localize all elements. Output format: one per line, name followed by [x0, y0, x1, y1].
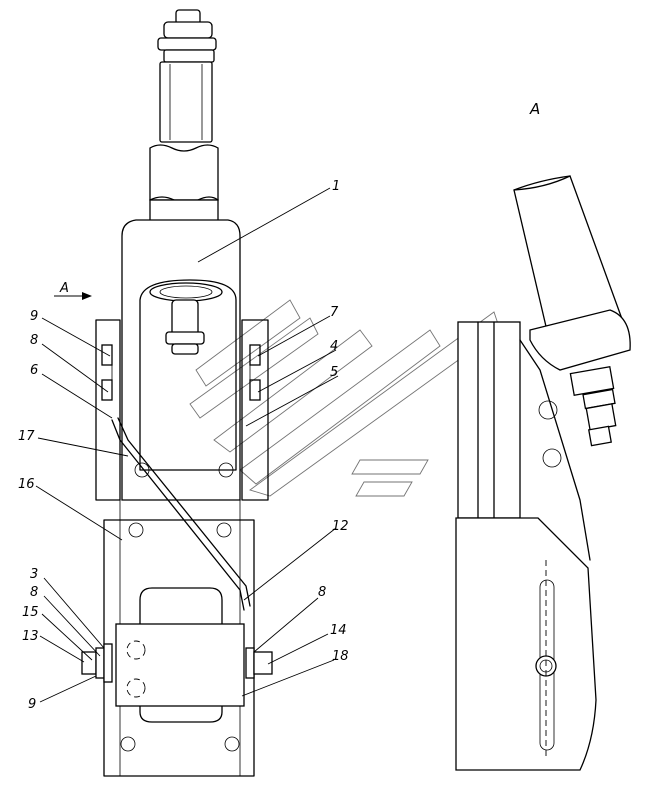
callout-15: 15 [22, 605, 39, 620]
callout-4: 4 [330, 339, 338, 354]
right-bracket [241, 319, 269, 501]
callout-3: 3 [30, 567, 38, 582]
left-bracket [95, 319, 121, 501]
callout-9: 9 [28, 697, 36, 712]
callout-1: 1 [332, 179, 340, 194]
main-view [81, 9, 273, 777]
callout-14: 14 [330, 623, 347, 638]
leader-lines [35, 187, 339, 703]
callout-16: 16 [18, 477, 35, 492]
callout-12: 12 [332, 519, 349, 534]
callout-8: 8 [30, 585, 38, 600]
steering-shaft [149, 9, 219, 223]
right-nut [245, 647, 273, 679]
view-a [455, 175, 631, 771]
left-nut [81, 643, 113, 683]
callout-8: 8 [30, 333, 38, 348]
callout-8: 8 [318, 585, 326, 600]
callout-7: 7 [330, 305, 339, 320]
callout-13: 13 [22, 629, 39, 644]
clamp-block [115, 623, 245, 707]
callout-9: 9 [30, 309, 38, 324]
view-arrow-label: A [59, 281, 69, 296]
callout-18: 18 [332, 649, 349, 664]
callout-6: 6 [30, 363, 38, 378]
callout-5: 5 [330, 365, 338, 380]
diagonal-strap [111, 419, 245, 611]
view-a-title: A [529, 100, 540, 118]
callout-17: 17 [18, 429, 35, 444]
